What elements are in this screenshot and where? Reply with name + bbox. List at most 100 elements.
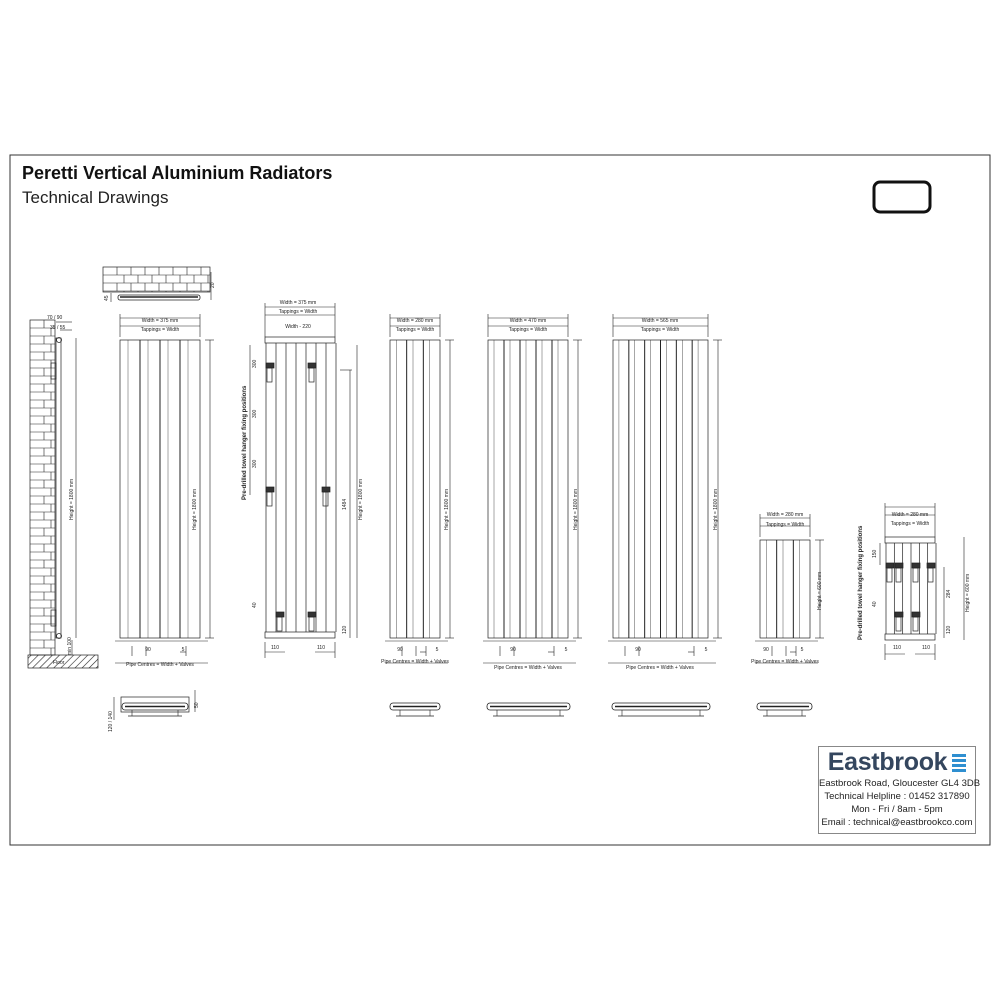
- label-tappings-e: Tappings = Width: [641, 327, 680, 333]
- radiator-plan-side: [120, 696, 190, 713]
- towel-rail-bottom: [884, 633, 936, 641]
- label-width-e: Width = 565 mm: [642, 318, 679, 324]
- towel-hanger-bracket: [307, 611, 317, 618]
- label-120-140: 120 / 140: [108, 711, 114, 732]
- label-300-2: 300: [252, 409, 258, 418]
- label-height-g: Height = 600 mm: [965, 574, 971, 612]
- towel-rail-bottom: [264, 631, 336, 639]
- label-90-f: 90: [763, 647, 769, 653]
- label-width-c: Width = 280 mm: [397, 318, 434, 324]
- label-35-55: 35 / 55: [50, 325, 66, 331]
- label-5-d: 5: [565, 647, 568, 653]
- towel-hanger-bracket: [911, 611, 921, 618]
- fixing-slot: [912, 616, 919, 632]
- label-90-e: 90: [635, 647, 641, 653]
- fixing-slot: [895, 616, 902, 632]
- fixing-slot: [927, 567, 934, 583]
- label-tappings-g: Tappings = Width: [891, 521, 930, 527]
- label-150: 150: [872, 549, 878, 558]
- label-height-1800-side: Height = 1800 mm: [69, 479, 75, 520]
- fixing-slot: [308, 616, 315, 632]
- fixing-slot: [322, 491, 329, 507]
- towel-hanger-bracket: [926, 562, 936, 569]
- sheet-border: [9, 154, 991, 846]
- email[interactable]: Email : technical@eastbrookco.com: [821, 817, 973, 828]
- label-110-b2: 110: [317, 645, 325, 651]
- radiator-front-280: [389, 339, 441, 639]
- label-tappings-c: Tappings = Width: [396, 327, 435, 333]
- label-120-b: 120: [342, 625, 348, 634]
- towel-hanger-bracket: [321, 486, 331, 493]
- label-40-g: 40: [872, 601, 878, 607]
- label-300-3: 300: [252, 459, 258, 468]
- towel-hanger-bracket: [307, 362, 317, 369]
- label-pipe-centres-d: Pipe Centres = Width + Valves: [494, 665, 562, 671]
- label-towel-fixing-b: Pre-drilled towel hanger fixing position…: [242, 385, 248, 500]
- label-120-g: 120: [946, 625, 952, 634]
- fixing-slot: [886, 567, 893, 583]
- label-pipe-centres-e: Pipe Centres = Width + Valves: [626, 665, 694, 671]
- towel-hanger-bracket: [885, 562, 895, 569]
- address: Eastbrook Road, Gloucester GL4 3DB: [819, 778, 981, 789]
- radiator-plan-280x600: [756, 702, 813, 711]
- towel-hanger-bracket: [265, 362, 275, 369]
- sheet-title: Peretti Vertical Aluminium Radiators: [22, 163, 332, 183]
- towel-hanger-bracket: [265, 486, 275, 493]
- towel-rail-top: [264, 336, 336, 344]
- label-5-c: 5: [436, 647, 439, 653]
- label-tappings-f: Tappings = Width: [766, 522, 805, 528]
- towel-hanger-bracket: [275, 611, 285, 618]
- hours: Mon - Fri / 8am - 5pm: [851, 804, 943, 815]
- label-tappings-a: Tappings = Width: [141, 327, 180, 333]
- label-70-90: 70 / 90: [47, 315, 63, 321]
- fixing-slot: [308, 367, 315, 383]
- radiator-plan-top: [117, 294, 201, 301]
- label-5-a: 5: [182, 647, 185, 653]
- label-width-g: Width = 280 mm: [892, 512, 929, 518]
- fixing-slot: [266, 367, 273, 383]
- label-pipe-centres-c: Pipe Centres = Width + Valves: [381, 659, 449, 665]
- label-height-f: Height = 600 mm: [817, 572, 823, 610]
- radiator-plan-375: [121, 702, 189, 711]
- label-20: 20: [210, 282, 216, 288]
- fixing-slot: [912, 567, 919, 583]
- label-height-d: Height = 1800 mm: [573, 489, 579, 530]
- fixing-slot: [266, 491, 273, 507]
- label-width-d: Width = 470 mm: [510, 318, 547, 324]
- label-height-a: Height = 1800 mm: [192, 489, 198, 530]
- label-width-f: Width = 280 mm: [767, 512, 804, 518]
- label-floor: Floor: [53, 660, 65, 666]
- label-tappings-b: Tappings = Width: [279, 309, 318, 315]
- label-45: 45: [104, 295, 110, 301]
- towel-hanger-bracket: [894, 562, 904, 569]
- label-width-b: Width = 375 mm: [280, 300, 317, 306]
- label-40-b: 40: [252, 602, 258, 608]
- brand-logo: Eastbrook: [819, 748, 975, 777]
- label-width-minus-220: Width - 220: [285, 324, 311, 330]
- radiator-plan-565: [611, 702, 711, 711]
- waves-icon: [952, 753, 967, 772]
- label-width-a: Width = 375 mm: [142, 318, 179, 324]
- drawing-labels: 20 45 70 / 90 35 / 55 Height = 1800 mm F…: [47, 282, 971, 732]
- towel-hanger-bracket: [894, 611, 904, 618]
- label-1484: 1484: [342, 499, 348, 510]
- label-110-g1: 110: [893, 645, 901, 651]
- label-pipe-centres-f: Pipe Centres = Width + Valves: [751, 659, 819, 665]
- brand-name: Eastbrook: [827, 748, 948, 776]
- contact-card: Eastbrook Eastbrook Road, Gloucester GL4…: [818, 746, 981, 834]
- label-height-b: Height = 1800 mm: [358, 479, 364, 520]
- drawing-geometry: [27, 266, 965, 720]
- label-height-e: Height = 1800 mm: [713, 489, 719, 530]
- sheet-subtitle: Technical Drawings: [22, 188, 168, 207]
- label-height-c: Height = 1800 mm: [444, 489, 450, 530]
- wall-bracket: [50, 609, 57, 627]
- label-50: 50: [194, 702, 200, 708]
- valve-bottom: [56, 633, 62, 639]
- towel-hanger-bracket: [911, 562, 921, 569]
- radiator-side-profile: [55, 337, 62, 639]
- radiator-profile-icon: [872, 180, 932, 214]
- wall-bracket: [50, 362, 57, 380]
- label-tappings-d: Tappings = Width: [509, 327, 548, 333]
- label-90-c: 90: [397, 647, 403, 653]
- wall-plan-bricks: [102, 266, 211, 293]
